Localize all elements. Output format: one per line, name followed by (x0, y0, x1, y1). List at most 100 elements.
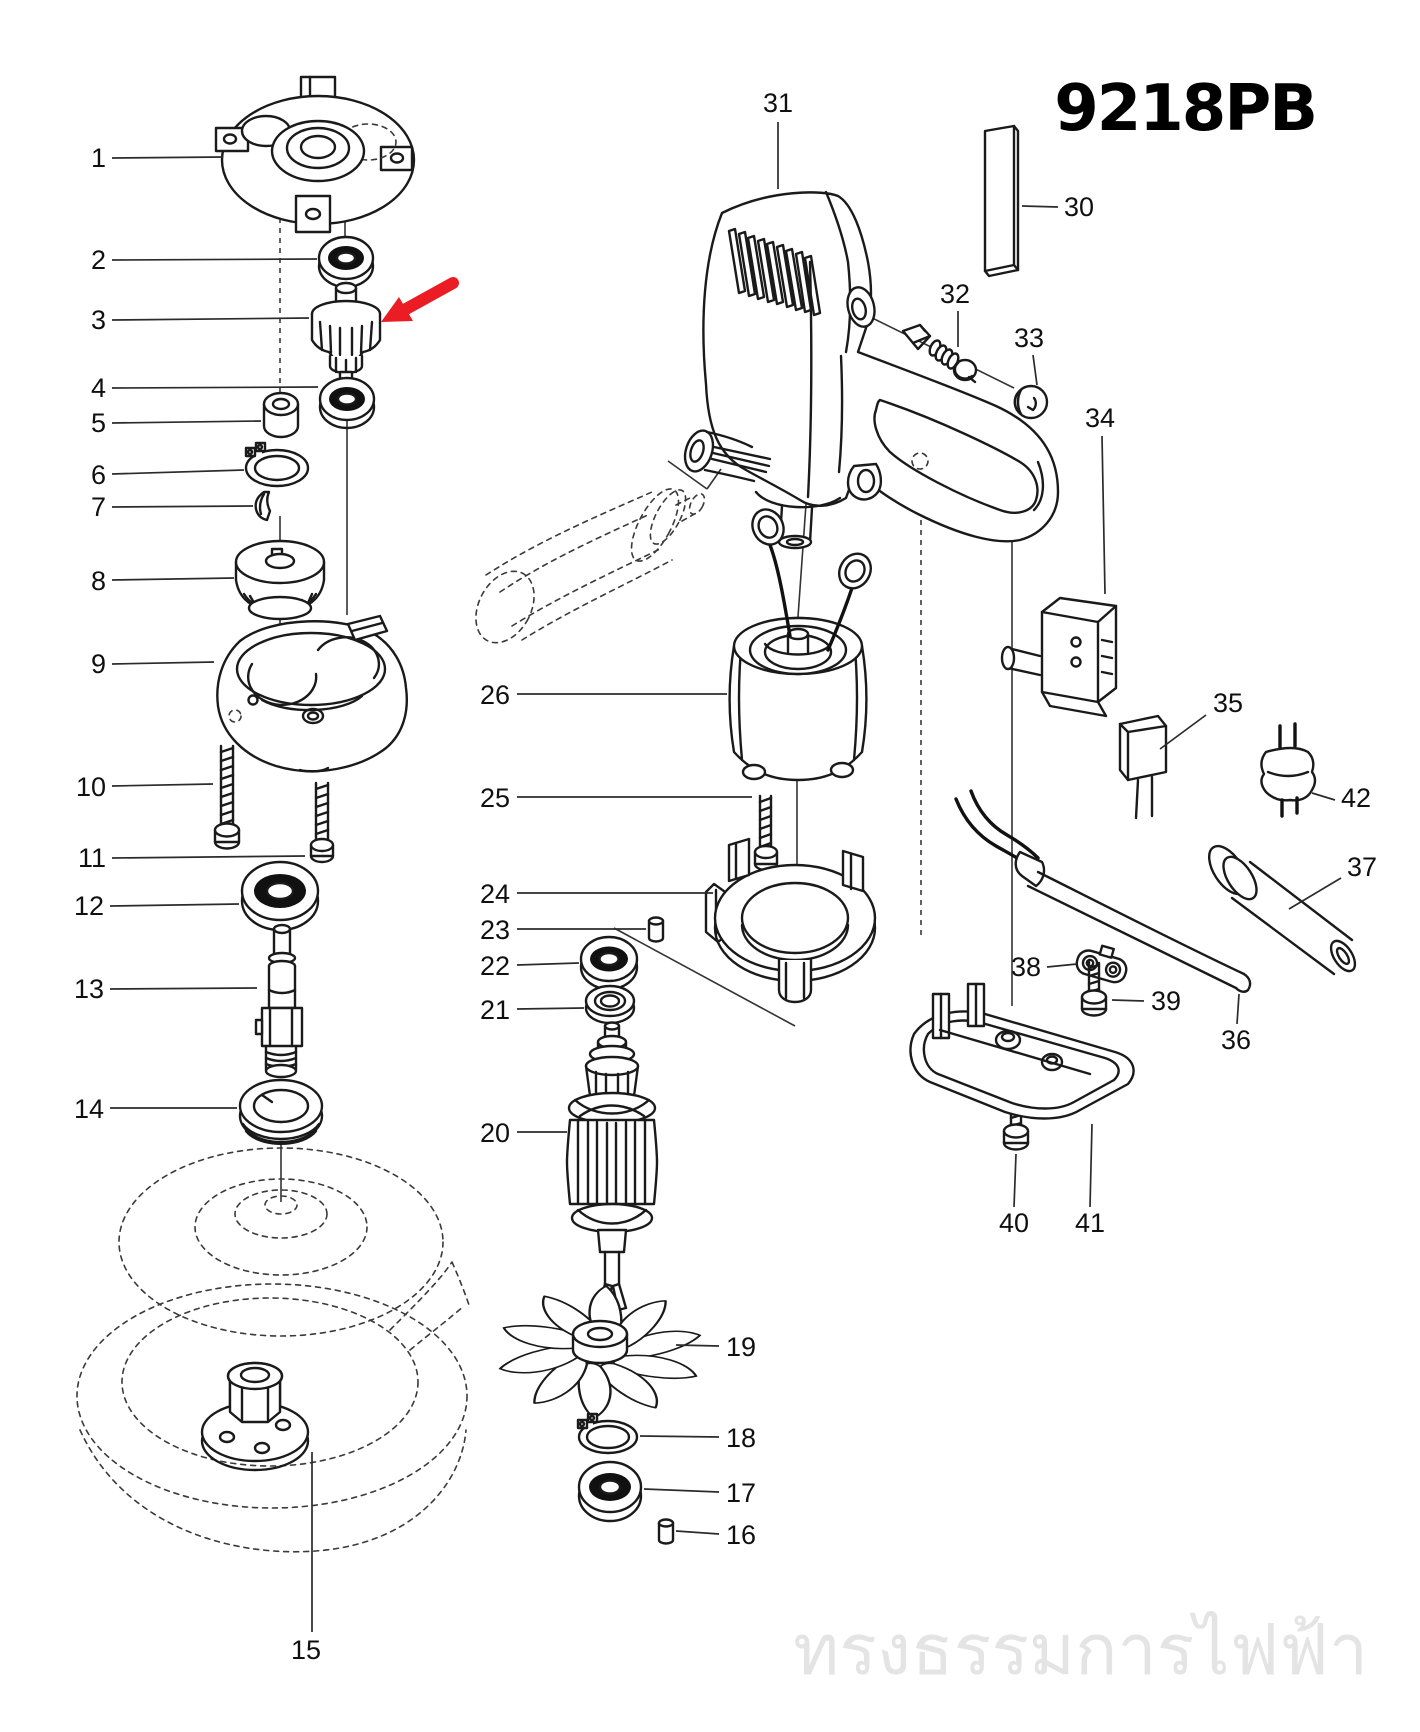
pointer-arrow (381, 277, 459, 322)
part-label-38: 38 (1011, 952, 1041, 982)
part-label-18: 18 (726, 1423, 756, 1453)
leader-line-4 (111, 386, 319, 389)
part-label-22: 22 (480, 951, 510, 981)
part-label-37: 37 (1347, 852, 1377, 882)
part-10-screw (213, 744, 241, 850)
part-23-pin (647, 916, 665, 943)
part-label-12: 12 (74, 891, 104, 921)
part-label-41: 41 (1075, 1208, 1105, 1238)
part-32-carbon-brush (901, 323, 978, 384)
part-number-labels: 1234567891011121314151617181920212223242… (74, 88, 1377, 1665)
part-label-20: 20 (480, 1118, 510, 1148)
part-16-pin (657, 1518, 675, 1545)
part-label-23: 23 (480, 915, 510, 945)
leader-line-7 (111, 505, 254, 508)
pointer-arrow-shaft (400, 277, 459, 315)
part-14-ring-nut (238, 1078, 324, 1146)
part-22-ball-bearing (579, 935, 639, 991)
part-label-40: 40 (999, 1208, 1029, 1238)
leader-line-17 (643, 1488, 720, 1493)
part-3-spiral-bevel-gear (310, 281, 382, 388)
part-label-5: 5 (91, 408, 106, 438)
part-label-31: 31 (763, 88, 793, 118)
leader-line-2 (111, 258, 318, 261)
part-8-gear (234, 539, 326, 621)
part-11-screw (309, 781, 335, 864)
pointer-arrow-head (381, 297, 413, 322)
part-label-10: 10 (76, 772, 106, 802)
part-label-4: 4 (91, 373, 106, 403)
part-label-35: 35 (1213, 688, 1243, 718)
leader-line-8 (111, 577, 235, 581)
watermark-text: ทรงธรรมการไฟฟ้า (793, 1609, 1368, 1691)
part-17-ball-bearing (577, 1460, 643, 1523)
leader-line-30 (1021, 205, 1059, 208)
part-label-19: 19 (726, 1332, 756, 1362)
part-label-9: 9 (91, 649, 106, 679)
part-36-power-cord (954, 789, 1252, 993)
part-label-13: 13 (74, 974, 104, 1004)
leader-line-16 (675, 1530, 720, 1535)
part-4-ball-bearing (318, 376, 376, 430)
leader-line-10 (111, 783, 214, 787)
leader-line-6 (111, 469, 245, 475)
leader-line-19 (675, 1344, 720, 1347)
part-33-brush-cap (1013, 384, 1049, 420)
part-38-cord-clamp (1075, 944, 1128, 984)
part-30-plate (983, 124, 1020, 278)
leader-line-12 (109, 903, 240, 907)
leader-line-9 (111, 661, 215, 665)
leader-line-18 (639, 1435, 720, 1438)
leader-line-5 (111, 420, 262, 424)
leader-line-40 (1013, 1153, 1017, 1208)
part-6-retaining-ring (244, 441, 310, 488)
part-label-2: 2 (91, 245, 106, 275)
leader-line-21 (516, 1007, 585, 1010)
part-21-washer (584, 984, 636, 1025)
part-12-ball-bearing (240, 860, 320, 932)
part-label-15: 15 (291, 1635, 321, 1665)
part-15-pad-and-flange (76, 1147, 471, 1553)
part-1-bearing-retainer (214, 75, 416, 234)
side-handle-dashed (475, 488, 706, 644)
part-25-screw (753, 794, 779, 872)
model-number-title: 9218PB (1054, 72, 1318, 146)
part-label-14: 14 (74, 1094, 104, 1124)
part-label-42: 42 (1341, 783, 1371, 813)
leader-line-38 (1046, 963, 1078, 968)
part-35-capacitor (1118, 714, 1168, 820)
part-37-cord-guard (1207, 844, 1357, 976)
leader-line-1 (111, 156, 224, 159)
leader-line-13 (109, 987, 258, 990)
part-24-baffle-ring (704, 837, 877, 1004)
leader-line-36 (1236, 993, 1240, 1025)
part-2-ball-bearing (317, 235, 375, 289)
part-label-36: 36 (1221, 1025, 1251, 1055)
leader-line-37 (1288, 877, 1342, 910)
leader-line-34 (1101, 435, 1106, 595)
part-label-21: 21 (480, 995, 510, 1025)
leader-line-22 (516, 962, 580, 966)
leader-line-42 (1311, 792, 1336, 801)
part-label-17: 17 (726, 1478, 756, 1508)
part-label-34: 34 (1085, 403, 1115, 433)
part-13-spindle (254, 923, 304, 1079)
leader-line-39 (1111, 999, 1145, 1002)
part-18-retaining-ring (576, 1412, 639, 1455)
part-label-11: 11 (78, 843, 106, 873)
part-label-32: 32 (940, 279, 970, 309)
leader-line-11 (111, 855, 306, 859)
part-label-1: 1 (91, 143, 106, 173)
part-31-motor-housing (683, 190, 1060, 550)
part-5-spacer (262, 391, 300, 439)
part-label-8: 8 (91, 566, 106, 596)
part-7-key (254, 490, 272, 522)
part-label-7: 7 (91, 492, 106, 522)
part-20-armature (565, 1021, 659, 1314)
leader-line-35 (1159, 714, 1207, 750)
part-label-24: 24 (480, 879, 510, 909)
part-label-33: 33 (1014, 323, 1044, 353)
leader-line-33 (1032, 354, 1038, 386)
